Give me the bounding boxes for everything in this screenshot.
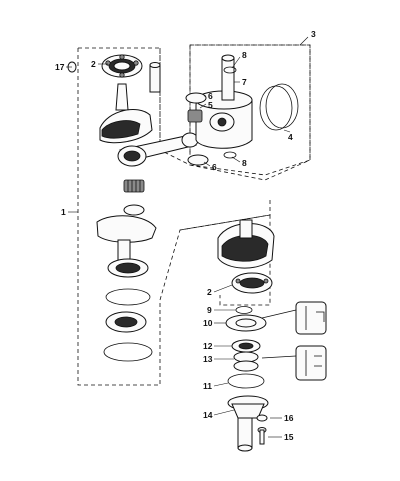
leader-3 bbox=[299, 36, 309, 46]
callout-17: 17 bbox=[55, 62, 65, 72]
crankshaft-lower-web bbox=[96, 215, 157, 263]
thrust-washer-upper bbox=[185, 92, 207, 104]
o-ring-large bbox=[227, 373, 265, 389]
callout-3: 3 bbox=[311, 29, 316, 39]
callout-10: 10 bbox=[203, 318, 213, 328]
callout-14: 14 bbox=[203, 410, 213, 420]
callout-6-bottom: 6 bbox=[212, 162, 217, 172]
main-bearing-lower bbox=[107, 258, 149, 278]
seals-13 bbox=[233, 351, 259, 372]
piston-rings bbox=[259, 83, 299, 131]
seal-detail-view-lower bbox=[261, 345, 327, 381]
crankshaft-upper-half bbox=[99, 83, 153, 144]
retaining-ring-upper bbox=[105, 288, 151, 306]
callout-7: 7 bbox=[242, 77, 247, 87]
washer-16 bbox=[256, 414, 268, 422]
thrust-washer bbox=[123, 204, 145, 216]
callout-6-top: 6 bbox=[208, 91, 213, 101]
main-bearing-upper bbox=[101, 54, 143, 78]
retainer-clip-upper bbox=[223, 66, 237, 74]
leader-4 bbox=[283, 129, 291, 133]
callout-11: 11 bbox=[203, 381, 212, 391]
seal-detail-view-upper bbox=[261, 301, 327, 335]
bearing-sleeve bbox=[149, 62, 161, 93]
leader-8a bbox=[231, 56, 241, 69]
callout-5: 5 bbox=[208, 100, 213, 110]
callout-2-top: 2 bbox=[91, 59, 96, 69]
main-bearing-right bbox=[231, 272, 273, 294]
thrust-washer-lower bbox=[187, 154, 209, 166]
callout-15: 15 bbox=[284, 432, 294, 442]
leader-11 bbox=[213, 382, 229, 387]
oil-seal bbox=[105, 311, 147, 333]
leader-6b bbox=[203, 161, 211, 167]
leader-8b bbox=[231, 156, 241, 163]
connecting-rod bbox=[117, 132, 199, 167]
piston-pin bbox=[221, 54, 235, 101]
callout-12: 12 bbox=[203, 341, 213, 351]
retainer-clip-lower bbox=[223, 151, 237, 159]
needle-bearing bbox=[123, 179, 145, 193]
pin-bearing bbox=[187, 109, 203, 123]
leader-5 bbox=[199, 103, 207, 109]
callout-8-bottom: 8 bbox=[242, 158, 247, 168]
leader-14 bbox=[213, 409, 235, 416]
leader-2-bottom bbox=[213, 284, 233, 293]
screw-15 bbox=[257, 427, 267, 445]
callout-8-top: 8 bbox=[242, 50, 247, 60]
callout-16: 16 bbox=[284, 413, 294, 423]
callout-1: 1 bbox=[61, 207, 66, 217]
washer-10 bbox=[225, 314, 267, 332]
piston bbox=[195, 90, 253, 149]
snap-ring-lower bbox=[103, 342, 153, 362]
crankshaft-lower-assembly bbox=[217, 219, 275, 269]
lower-crank-boundary bbox=[179, 214, 271, 306]
seal-12 bbox=[231, 339, 261, 353]
callout-2-bottom: 2 bbox=[207, 287, 212, 297]
callout-4: 4 bbox=[288, 132, 293, 142]
callout-13: 13 bbox=[203, 354, 213, 364]
callout-9: 9 bbox=[207, 305, 212, 315]
o-ring-small bbox=[235, 306, 253, 314]
